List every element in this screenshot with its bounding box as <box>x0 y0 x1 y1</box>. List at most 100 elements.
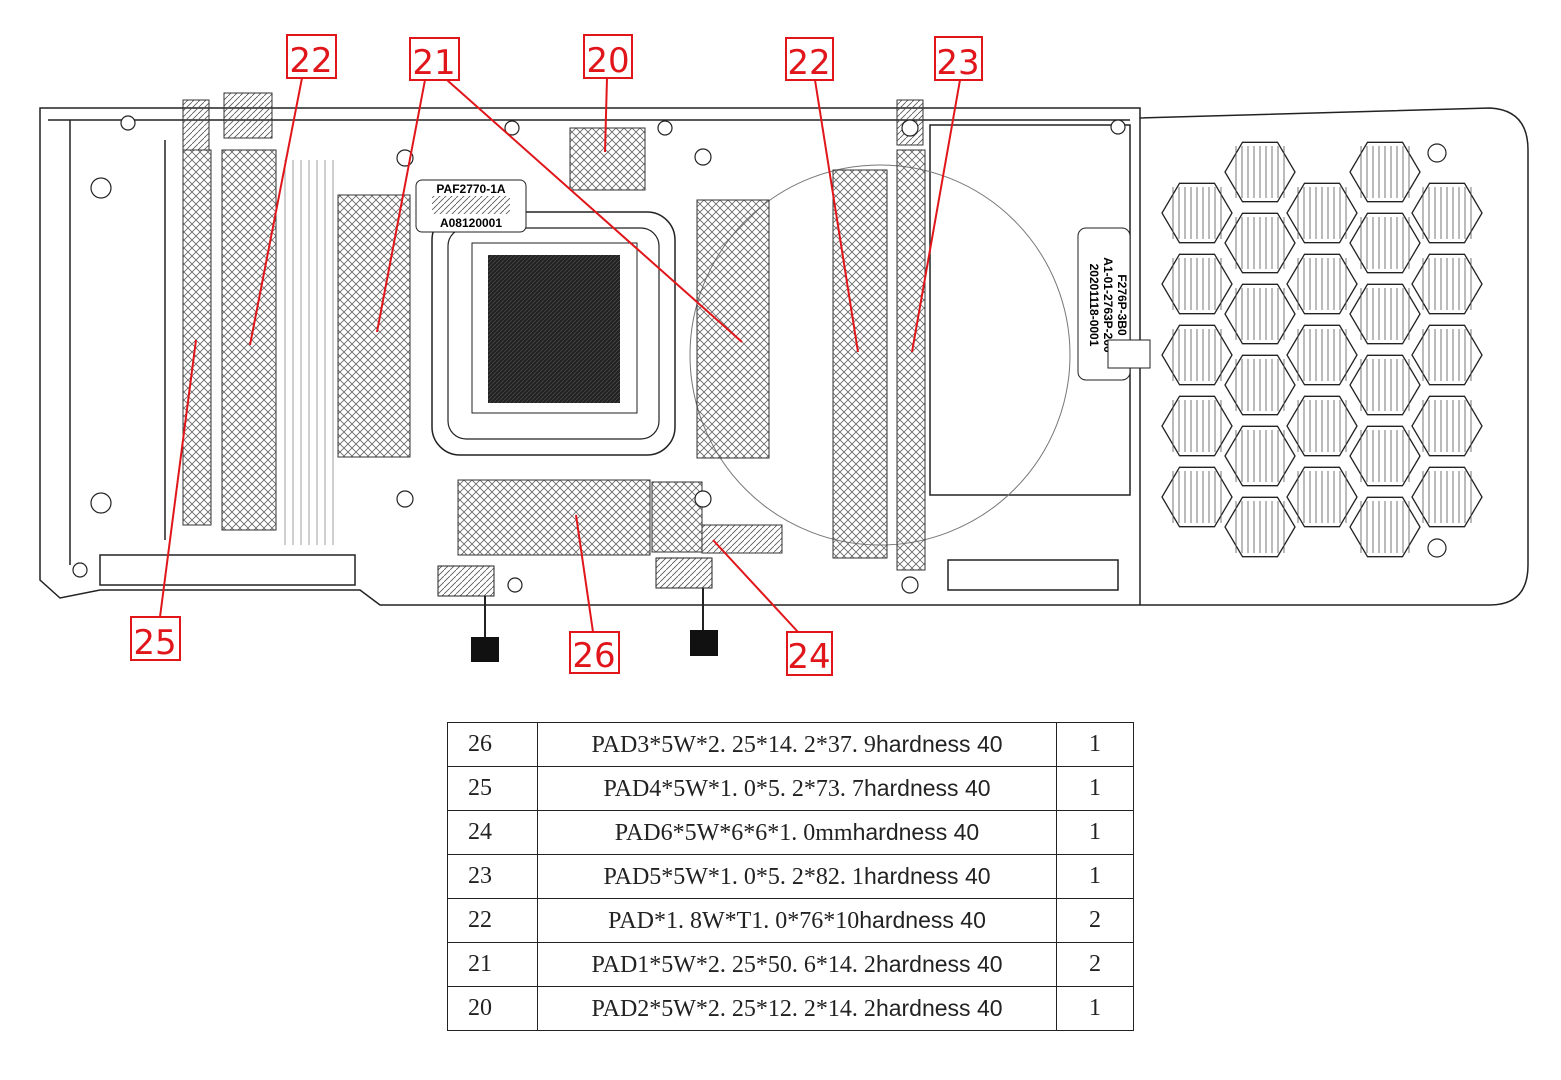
vent-hexagon <box>1349 283 1421 345</box>
callout-23 <box>911 36 983 353</box>
callout-numbers: 22 21 20 22 23 25 26 24 <box>133 41 979 677</box>
vent-hexagon <box>1224 141 1296 203</box>
part-code: PAD4*5W*1. 0*5. 2*73. 7 <box>603 775 864 802</box>
vent-hexagon <box>1161 395 1233 457</box>
quantity: 1 <box>1056 722 1134 767</box>
vent-hexagon <box>1224 425 1296 487</box>
quantity: 1 <box>1056 766 1134 811</box>
part-description: PAD2*5W*2. 25*12. 2*14. 2hardness 40 <box>537 986 1057 1031</box>
gpu-label: PAF2770-1A A08120001 <box>415 179 527 233</box>
quantity: 2 <box>1056 898 1134 943</box>
fan-label-line-1: F276P-3B0 <box>1115 274 1129 336</box>
callout-number-25: 25 <box>133 623 176 663</box>
part-spec: hardness 40 <box>875 730 1003 757</box>
item-number: 23 <box>447 854 538 899</box>
part-description: PAD*1. 8W*T1. 0*76*10hardness 40 <box>537 898 1057 943</box>
vent-hexagon <box>1286 395 1358 457</box>
callout-number-26: 26 <box>572 636 615 676</box>
vent-hexagon <box>1349 212 1421 274</box>
vent-hexagon <box>1286 182 1358 244</box>
callout-22-right <box>785 37 859 353</box>
pad-21-left <box>337 194 411 458</box>
fan-label: F276P-3B0 A1-01-2763P-200 20201118-0001 <box>1077 227 1151 381</box>
vent-hexagon <box>1411 253 1483 315</box>
vent-hexagon <box>1224 496 1296 558</box>
heatsink-fins <box>284 160 334 545</box>
part-description: PAD1*5W*2. 25*50. 6*14. 2hardness 40 <box>537 942 1057 987</box>
callout-number-23: 23 <box>936 43 979 83</box>
pad-26 <box>457 479 651 556</box>
pad-21-right <box>696 199 770 459</box>
gpu-die <box>431 211 676 456</box>
part-description: PAD3*5W*2. 25*14. 2*37. 9hardness 40 <box>537 722 1057 767</box>
part-spec: hardness 40 <box>863 774 991 801</box>
callout-21 <box>376 37 743 343</box>
fan-connectors <box>437 557 718 662</box>
vent-hexagon <box>1411 395 1483 457</box>
callout-number-24: 24 <box>787 637 830 677</box>
callout-26 <box>569 514 620 674</box>
callout-number-22-right: 22 <box>787 43 830 83</box>
callout-number-21: 21 <box>412 43 455 83</box>
part-code: PAD3*5W*2. 25*14. 2*37. 9 <box>591 731 876 758</box>
vent-hexagons <box>1161 141 1483 558</box>
part-description: PAD4*5W*1. 0*5. 2*73. 7hardness 40 <box>537 766 1057 811</box>
fan-label-line-3: 20201118-0001 <box>1087 264 1101 347</box>
vent-hexagon <box>1224 354 1296 416</box>
gpu-label-bottom: A08120001 <box>440 216 502 230</box>
vent-hexagon <box>1349 496 1421 558</box>
pad-23 <box>896 149 926 571</box>
item-number: 21 <box>447 942 538 987</box>
pad-20 <box>569 127 646 191</box>
graphics-card-diagram: PAF2770-1A A08120001 <box>39 34 1529 677</box>
screws <box>72 115 1447 594</box>
part-code: PAD1*5W*2. 25*50. 6*14. 2 <box>591 951 876 978</box>
part-code: PAD5*5W*1. 0*5. 2*82. 1 <box>603 863 864 890</box>
vent-hexagon <box>1286 253 1358 315</box>
pad-22-left <box>221 149 277 531</box>
vent-hexagon <box>1224 283 1296 345</box>
vent-hexagon <box>1411 324 1483 386</box>
item-number: 22 <box>447 898 538 943</box>
quantity: 2 <box>1056 942 1134 987</box>
pad-25 <box>182 149 212 526</box>
gpu-label-top: PAF2770-1A <box>436 182 505 196</box>
item-number: 26 <box>447 722 538 767</box>
vent-hexagon <box>1349 425 1421 487</box>
fan-label-line-2: A1-01-2763P-200 <box>1101 257 1115 353</box>
callouts <box>130 34 983 676</box>
part-code: PAD*1. 8W*T1. 0*76*10 <box>608 907 860 934</box>
thermal-pads <box>182 92 926 571</box>
vent-hexagon <box>1161 324 1233 386</box>
vent-hexagon <box>1286 324 1358 386</box>
pad-22-right <box>832 169 888 559</box>
vent-hexagon <box>1161 466 1233 528</box>
part-code: PAD2*5W*2. 25*12. 2*14. 2 <box>591 995 876 1022</box>
quantity: 1 <box>1056 854 1134 899</box>
card-outline <box>39 107 1529 606</box>
part-spec: hardness 40 <box>863 862 991 889</box>
part-code: PAD6*5W*6*6*1. 0mm <box>614 819 853 846</box>
vent-hexagon <box>1411 466 1483 528</box>
vent-hexagon <box>1224 212 1296 274</box>
callout-25 <box>130 339 197 661</box>
pad-24 <box>651 481 703 553</box>
callout-number-22-left: 22 <box>289 41 332 81</box>
vent-hexagon <box>1349 141 1421 203</box>
quantity: 1 <box>1056 810 1134 855</box>
item-number: 25 <box>447 766 538 811</box>
part-spec: hardness 40 <box>859 906 986 933</box>
vent-hexagon <box>1349 354 1421 416</box>
part-spec: hardness 40 <box>875 994 1003 1021</box>
part-description: PAD5*5W*1. 0*5. 2*82. 1hardness 40 <box>537 854 1057 899</box>
part-spec: hardness 40 <box>852 818 980 845</box>
callout-number-20: 20 <box>586 41 629 81</box>
part-spec: hardness 40 <box>875 950 1003 977</box>
vent-hexagon <box>1161 253 1233 315</box>
